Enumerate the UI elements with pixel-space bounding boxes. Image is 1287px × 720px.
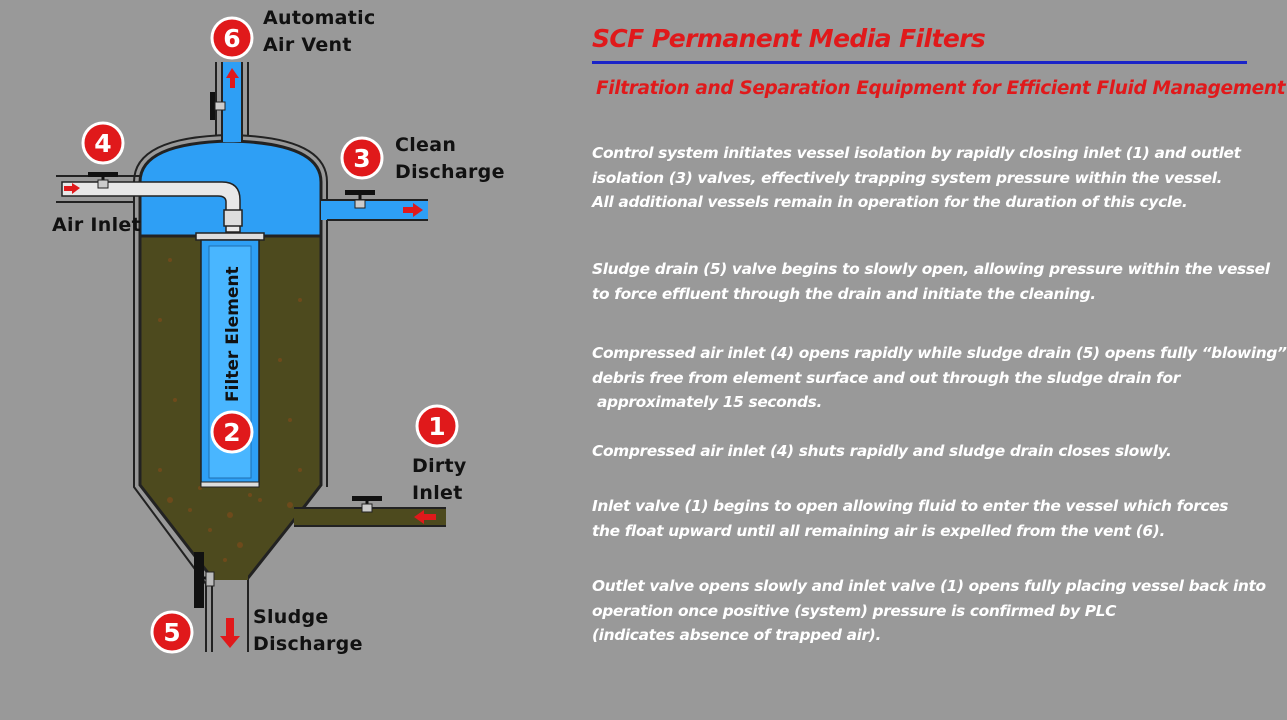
svg-text:1: 1 [428, 412, 445, 441]
marker-6: 6 [210, 16, 254, 60]
clean-discharge-arrow [403, 203, 423, 217]
dirty-inlet-arrow [414, 510, 436, 524]
step-paragraph: Sludge drain (5) valve begins to slowly … [592, 260, 1270, 303]
title-divider [592, 61, 1247, 64]
air-vent-valve [210, 92, 226, 120]
step-paragraph: Inlet valve (1) begins to open allowing … [592, 497, 1229, 540]
page-title: SCF Permanent Media Filters [592, 24, 986, 53]
marker-1: 1 [415, 404, 459, 448]
air-inlet-valve [88, 172, 118, 189]
step-paragraph: Compressed air inlet (4) opens rapidly w… [592, 344, 1287, 411]
clean-discharge-label: Clean Discharge [395, 134, 505, 183]
marker-5: 5 [150, 610, 194, 654]
step-paragraph: Compressed air inlet (4) shuts rapidly a… [592, 442, 1172, 460]
air-inlet-arrow [64, 183, 80, 194]
svg-text:2: 2 [223, 418, 240, 447]
sludge-drain-valve [194, 552, 204, 608]
air-inlet-pipe [61, 181, 241, 233]
clean-discharge-valve [345, 190, 375, 209]
sludge-flow-arrow [220, 618, 240, 648]
marker-4: 4 [81, 121, 125, 165]
marker-3: 3 [340, 136, 384, 180]
air-vent-arrow [226, 68, 239, 88]
air-vent-label: Automatic Air Vent [263, 7, 376, 56]
clean-discharge-pipe [321, 200, 428, 220]
svg-text:3: 3 [353, 144, 370, 173]
filter-element-label: Filter Element [223, 266, 243, 402]
filter-vessel-diagram: Filter Element 6 4 3 2 1 5 [56, 16, 459, 654]
dirty-inlet-label: Dirty Inlet [412, 455, 467, 504]
filter-element-top-plate [195, 232, 265, 241]
air-inlet-label: Air Inlet [52, 214, 141, 236]
step-paragraph: Outlet valve opens slowly and inlet valv… [592, 577, 1266, 644]
page-subtitle: Filtration and Separation Equipment for … [596, 78, 1286, 99]
air-vent-pipe [222, 62, 242, 142]
dirty-inlet-pipe [294, 508, 446, 526]
marker-2: 2 [210, 410, 254, 454]
svg-text:5: 5 [163, 618, 180, 647]
step-paragraph: Control system initiates vessel isolatio… [592, 144, 1241, 211]
dirty-inlet-valve [352, 496, 382, 513]
svg-text:4: 4 [94, 129, 111, 158]
svg-text:6: 6 [223, 24, 240, 53]
sludge-discharge-label: Sludge Discharge [253, 606, 363, 655]
